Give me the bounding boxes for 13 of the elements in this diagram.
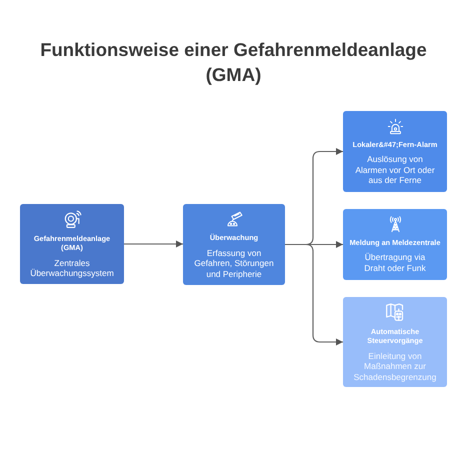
process-box xyxy=(343,111,447,192)
process-box xyxy=(183,204,285,285)
arrow xyxy=(285,244,343,346)
box-description: Übertragung via Draht oder Funk xyxy=(363,252,427,274)
process-box xyxy=(20,204,124,284)
box-description: Erfassung von Gefahren, Störungen und Peripherie xyxy=(193,248,275,279)
process-box xyxy=(343,209,447,280)
process-box xyxy=(343,297,447,387)
arrow xyxy=(124,240,183,248)
box-description: Zentrales Überwachungssystem xyxy=(29,258,115,278)
diagram-title: Funktionsweise einer Gefahrenmeldeanlage (GMA) xyxy=(39,38,428,87)
box-description: Auslösung von Alarmen vor Ort oder aus der Ferne xyxy=(354,154,436,186)
box-description: Einleitung von Maßnahmen zur Schadensbegrenzung xyxy=(352,350,438,382)
